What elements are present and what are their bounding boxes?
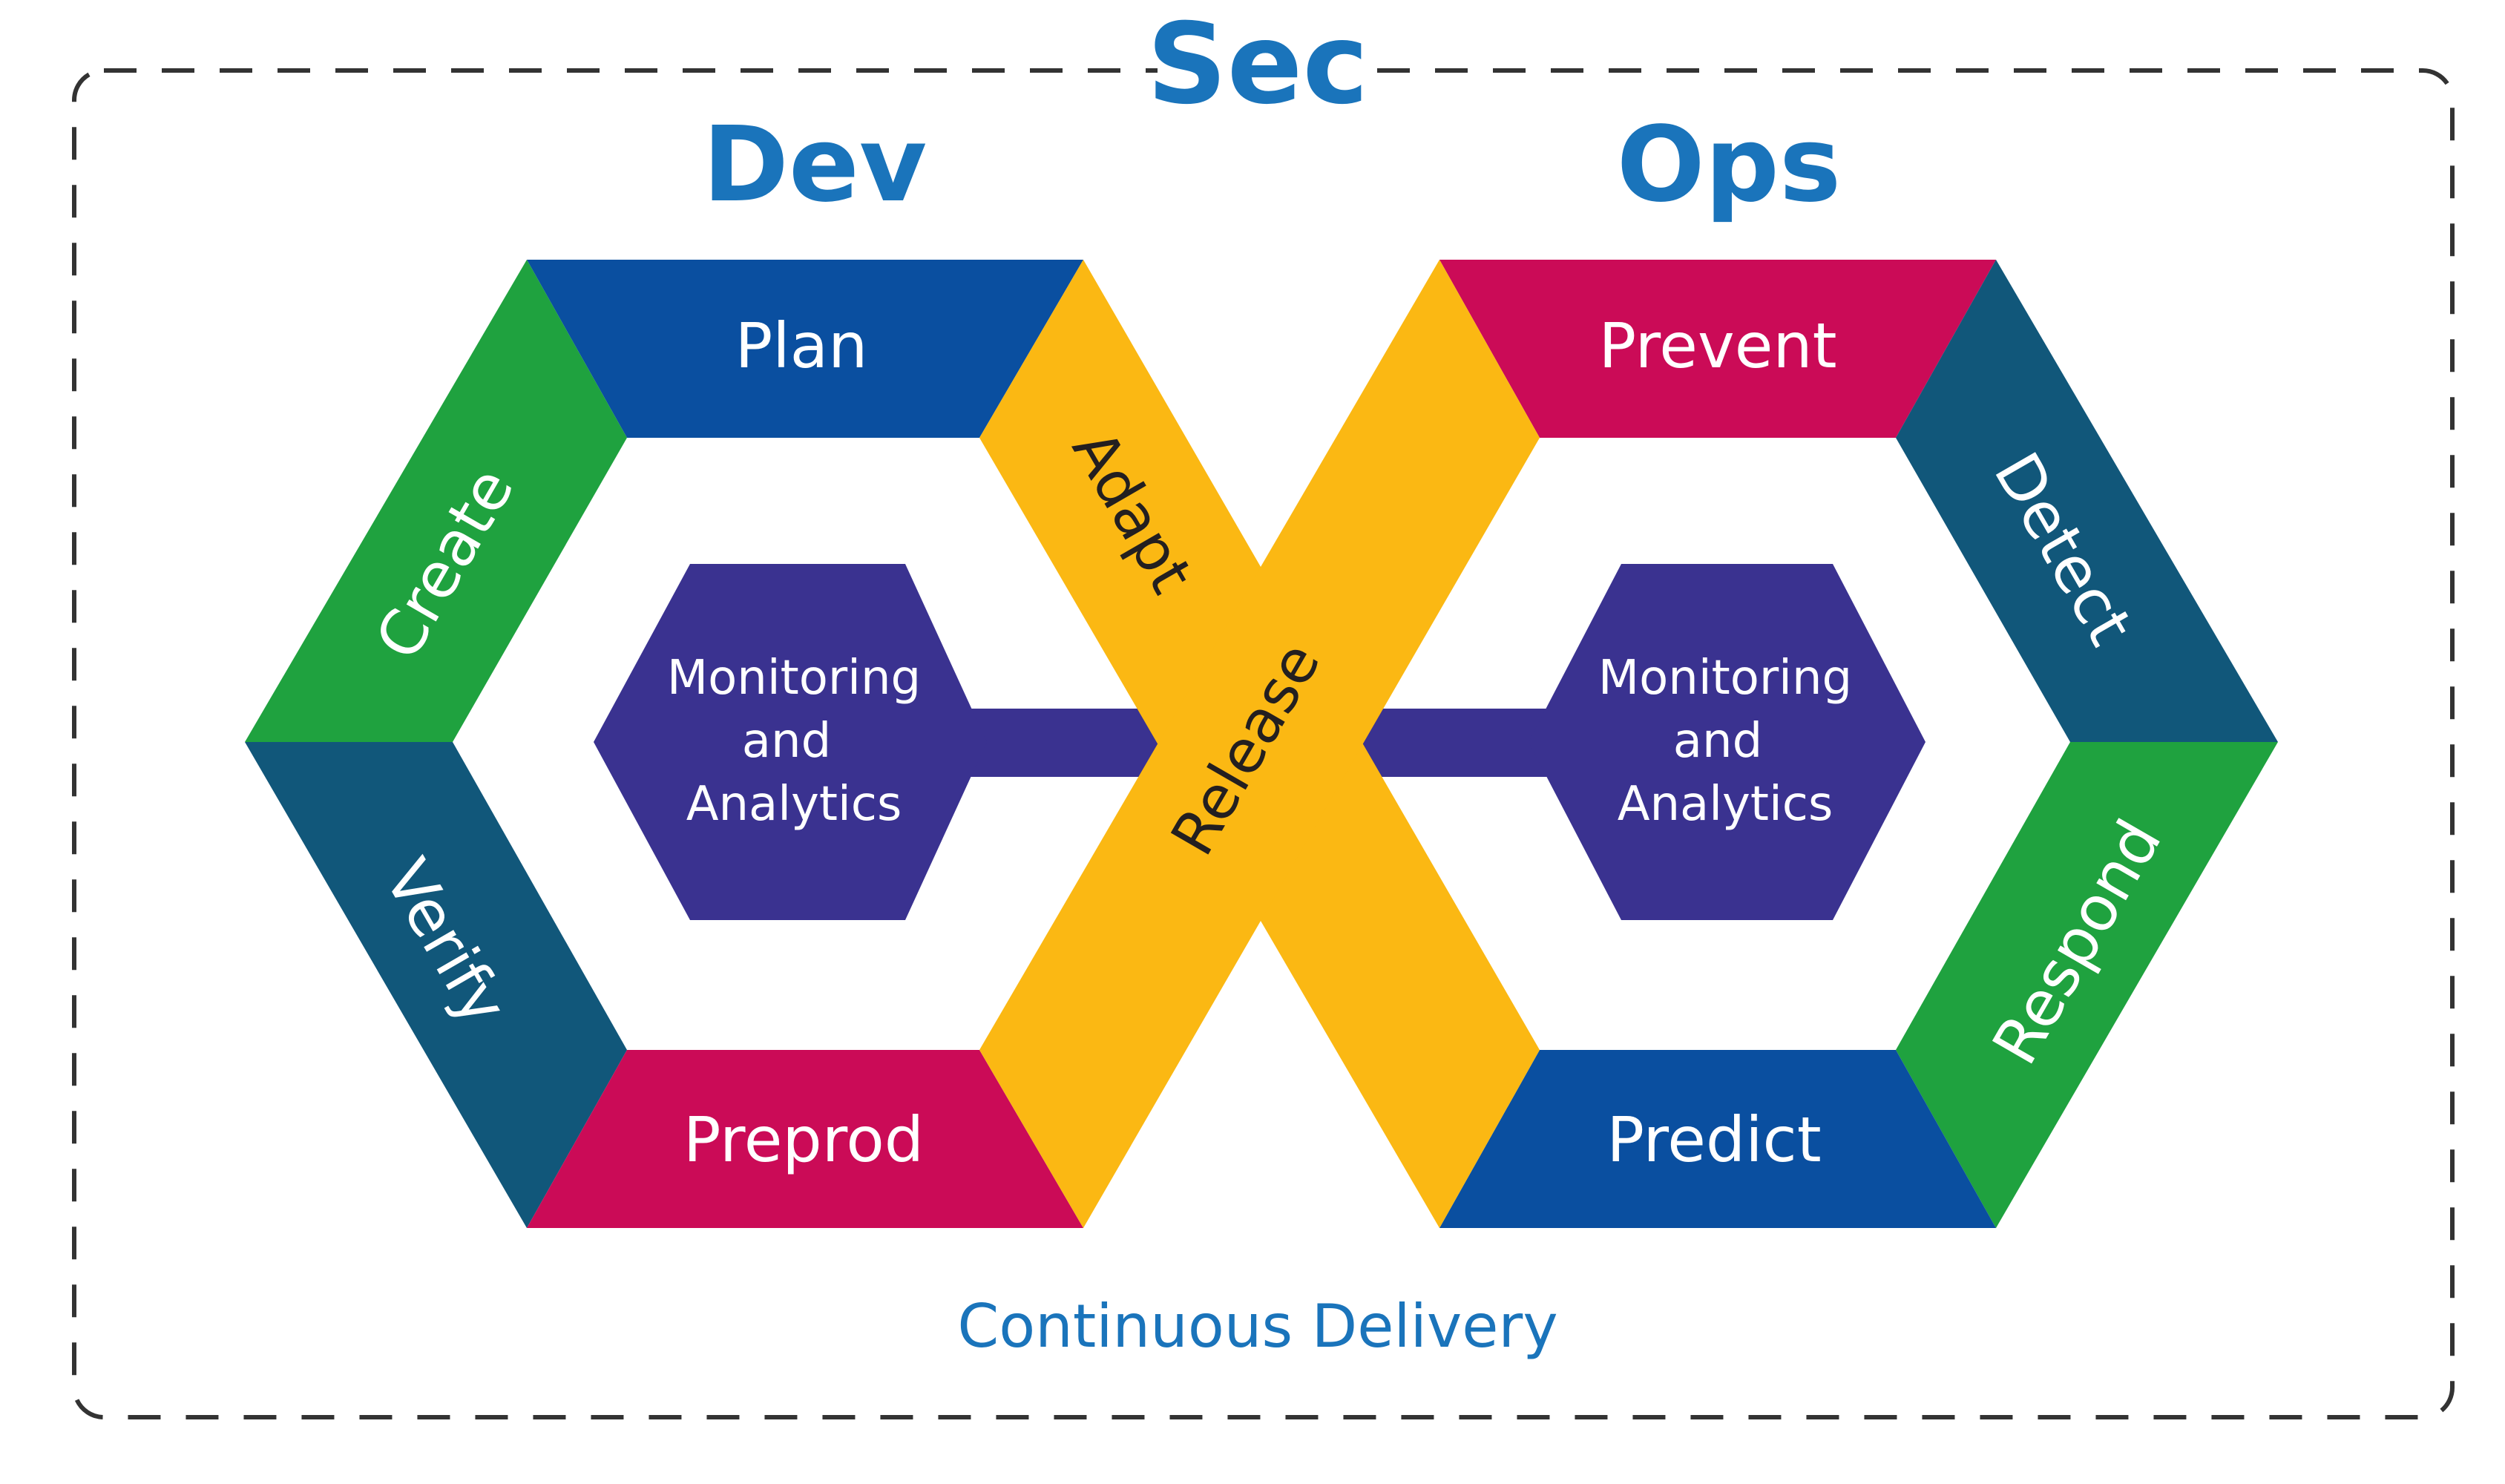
plan-label: Plan	[735, 309, 868, 382]
ops-monitoring-line-2: and	[1673, 714, 1762, 769]
release-crossover-band	[979, 260, 1540, 1228]
dev-title: Dev	[703, 105, 927, 226]
sec-title: Sec	[1147, 0, 1369, 129]
sec-title-mask	[1158, 22, 1358, 126]
plan-segment	[527, 260, 1083, 438]
detect-segment	[1896, 260, 2278, 742]
ops-monitoring-hexagon	[1529, 564, 1925, 920]
preprod-label: Preprod	[683, 1103, 924, 1176]
verify-segment	[245, 742, 627, 1228]
dev-monitoring-hexagon	[594, 564, 987, 920]
dev-monitoring-line-1: Monitoring	[667, 651, 921, 706]
dev-monitoring-line-2: and	[742, 714, 831, 769]
ops-title: Ops	[1617, 105, 1842, 226]
continuous-delivery-label: Continuous Delivery	[957, 1292, 1557, 1361]
preprod-segment	[527, 1050, 1083, 1228]
predict-segment	[1439, 1050, 1996, 1228]
prevent-label: Prevent	[1598, 309, 1836, 382]
dev-monitoring-line-3: Analytics	[686, 777, 902, 832]
ops-monitoring-line-1: Monitoring	[1598, 651, 1852, 706]
respond-segment	[1896, 742, 2278, 1228]
create-segment	[245, 260, 627, 742]
predict-label: Predict	[1606, 1103, 1821, 1176]
prevent-segment	[1439, 260, 1996, 438]
ops-monitoring-line-3: Analytics	[1618, 777, 1833, 832]
